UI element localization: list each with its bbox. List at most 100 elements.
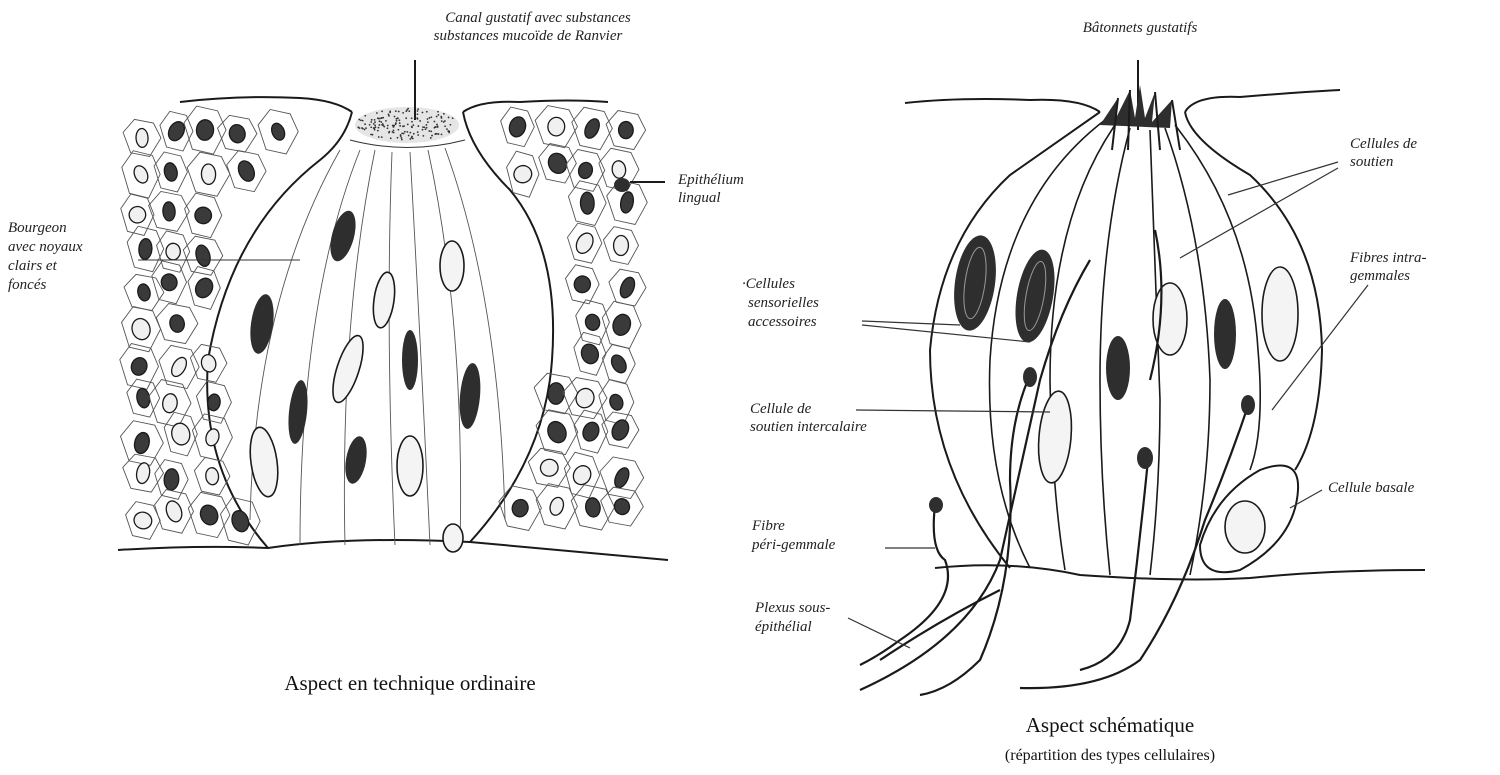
left-bud-outline bbox=[207, 112, 352, 548]
epithelial-nucleus bbox=[269, 121, 287, 142]
stipple-dot bbox=[407, 108, 409, 110]
epithelial-nucleus bbox=[199, 353, 217, 374]
epithelial-nucleus bbox=[228, 123, 247, 144]
label-plexus-line2: épithélial bbox=[755, 619, 812, 635]
epithelial-nucleus bbox=[612, 497, 631, 517]
epithelial-nucleus bbox=[131, 164, 150, 186]
epithelial-nucleus bbox=[136, 128, 149, 147]
stipple-dot bbox=[362, 120, 364, 122]
stipple-dot bbox=[392, 131, 394, 133]
stipple-dot bbox=[396, 120, 398, 122]
stipple-dot bbox=[409, 138, 411, 140]
stipple-dot bbox=[378, 136, 380, 138]
epithelial-nucleus bbox=[544, 419, 569, 446]
label-sensory-line1: ·Cellules bbox=[742, 276, 795, 292]
epithelial-nucleus bbox=[570, 463, 594, 488]
epithelial-nucleus bbox=[609, 352, 630, 375]
stipple-dot bbox=[377, 130, 379, 132]
epithelial-nucleus bbox=[135, 387, 151, 408]
epithelial-nucleus bbox=[138, 238, 153, 260]
label-support-line2: soutien bbox=[1350, 154, 1393, 170]
stipple-dot bbox=[446, 128, 448, 130]
stipple-dot bbox=[395, 110, 397, 112]
epithelial-nucleus bbox=[609, 417, 632, 442]
stipple-dot bbox=[425, 128, 427, 130]
stipple-dot bbox=[417, 113, 419, 115]
epithelial-nucleus bbox=[618, 121, 633, 138]
stipple-dot bbox=[399, 122, 401, 124]
stipple-dot bbox=[422, 129, 424, 131]
stipple-dot bbox=[406, 131, 408, 133]
stipple-dot bbox=[430, 116, 432, 118]
left-panel-ordinary-technique: Canal gustatif avec substances substance… bbox=[8, 10, 744, 695]
stipple-dot bbox=[378, 127, 380, 129]
stipple-dot bbox=[448, 130, 450, 132]
stipple-dot bbox=[357, 126, 359, 128]
epithelial-nucleus bbox=[194, 243, 213, 268]
label-canal-line2: substances mucoïde de Ranvier bbox=[434, 28, 623, 44]
stipple-dot bbox=[433, 121, 435, 123]
epithelial-nucleus bbox=[545, 150, 570, 176]
stipple-dot bbox=[397, 137, 399, 139]
subcaption-right: (répartition des types cellulaires) bbox=[1005, 747, 1215, 764]
epithelial-nucleus bbox=[132, 431, 151, 455]
stipple-dot bbox=[399, 125, 401, 127]
epithelial-nucleus bbox=[507, 115, 528, 139]
epithelial-nucleus bbox=[192, 204, 214, 226]
stipple-dot bbox=[358, 119, 360, 121]
right-surface-line-left bbox=[905, 99, 1100, 112]
epithelial-nucleus bbox=[136, 283, 151, 302]
stipple-dot bbox=[417, 110, 419, 112]
stipple-dot bbox=[417, 108, 419, 110]
stipple-dot bbox=[422, 135, 424, 137]
caption-left: Aspect en technique ordinaire bbox=[284, 671, 535, 695]
epithelial-nucleus bbox=[511, 163, 534, 186]
stipple-dot bbox=[398, 111, 400, 113]
stipple-dot bbox=[448, 117, 450, 119]
stipple-dot bbox=[402, 125, 404, 127]
epithelial-nucleus bbox=[608, 393, 625, 412]
caption-right: Aspect schématique bbox=[1026, 713, 1195, 737]
epithelial-nucleus bbox=[204, 427, 221, 447]
stipple-dot bbox=[401, 139, 403, 141]
stipple-dot bbox=[395, 118, 397, 120]
left-surface-line-left bbox=[180, 97, 352, 112]
epithelial-nucleus bbox=[166, 243, 181, 260]
epithelial-nucleus bbox=[235, 158, 257, 183]
stipple-dot bbox=[374, 119, 376, 121]
stipple-dot bbox=[380, 121, 382, 123]
stipple-dot bbox=[426, 127, 428, 129]
stipple-dot bbox=[427, 118, 429, 120]
stipple-dot bbox=[388, 132, 390, 134]
epithelial-nucleus bbox=[547, 117, 565, 137]
stipple-dot bbox=[408, 135, 410, 137]
stipple-dot bbox=[388, 115, 390, 117]
stipple-dot bbox=[381, 110, 383, 112]
stipple-dot bbox=[441, 117, 443, 119]
right-surface-line-right bbox=[1185, 90, 1340, 112]
stipple-dot bbox=[392, 125, 394, 127]
stipple-dot bbox=[381, 117, 383, 119]
label-epithelium-line1: Epithélium bbox=[677, 172, 744, 188]
label-intercalary-line1: Cellule de bbox=[750, 401, 812, 417]
stipple-dot bbox=[369, 124, 371, 126]
label-fibres-line2: gemmales bbox=[1350, 268, 1410, 284]
stipple-dot bbox=[404, 131, 406, 133]
label-basal: Cellule basale bbox=[1328, 480, 1415, 496]
stipple-dot bbox=[382, 117, 384, 119]
epithelial-nucleus bbox=[128, 206, 146, 224]
epithelial-nucleus bbox=[539, 458, 560, 478]
left-bud-outline-right bbox=[463, 112, 553, 542]
epithelial-nucleus bbox=[168, 314, 185, 334]
stipple-dot bbox=[407, 124, 409, 126]
epithelial-nucleus bbox=[619, 191, 635, 214]
stipple-dot bbox=[427, 121, 429, 123]
epithelial-nucleus bbox=[205, 467, 219, 485]
stipple-dot bbox=[417, 125, 419, 127]
stipple-dot bbox=[437, 111, 439, 113]
stipple-dot bbox=[372, 134, 374, 136]
epithelial-nucleus bbox=[169, 355, 190, 379]
stipple-dot bbox=[377, 117, 379, 119]
label-bud-line3: clairs et bbox=[8, 258, 58, 274]
stipple-dot bbox=[438, 133, 440, 135]
